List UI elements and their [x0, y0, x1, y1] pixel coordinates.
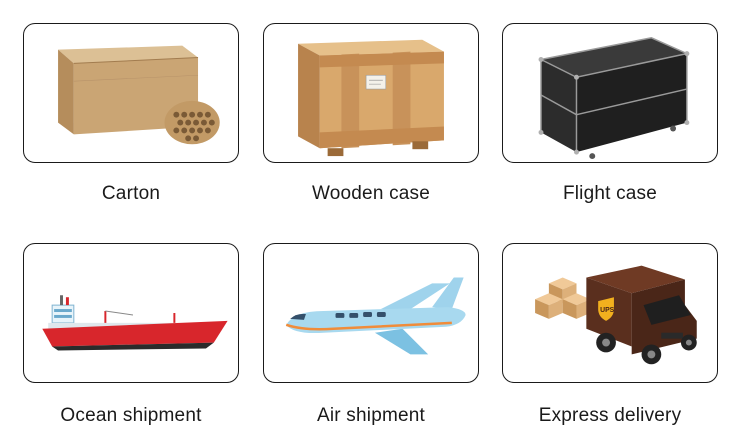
carton-card[interactable]: [23, 23, 239, 163]
delivery-truck-icon: UPS: [535, 265, 697, 365]
airplane-icon: [285, 277, 466, 355]
carton-label: Carton: [101, 183, 161, 204]
ocean-shipment-card[interactable]: [23, 243, 239, 383]
ocean-shipment-label: Ocean shipment: [60, 405, 202, 426]
flight-case-label: Flight case: [562, 183, 658, 204]
carton-box-icon: [58, 45, 220, 145]
air-shipment-label: Air shipment: [317, 405, 425, 426]
wooden-crate-icon: [298, 39, 444, 157]
flight-case-icon: [538, 37, 690, 160]
express-delivery-label: Express delivery: [538, 405, 682, 426]
flight-case-card[interactable]: [502, 23, 718, 163]
cargo-ship-icon: [42, 295, 228, 351]
air-shipment-card[interactable]: [263, 243, 479, 383]
wooden-case-label: Wooden case: [311, 183, 431, 204]
express-delivery-card[interactable]: UPS: [502, 243, 718, 383]
wooden-case-card[interactable]: [263, 23, 479, 163]
truck-logo-text: UPS: [600, 307, 615, 314]
